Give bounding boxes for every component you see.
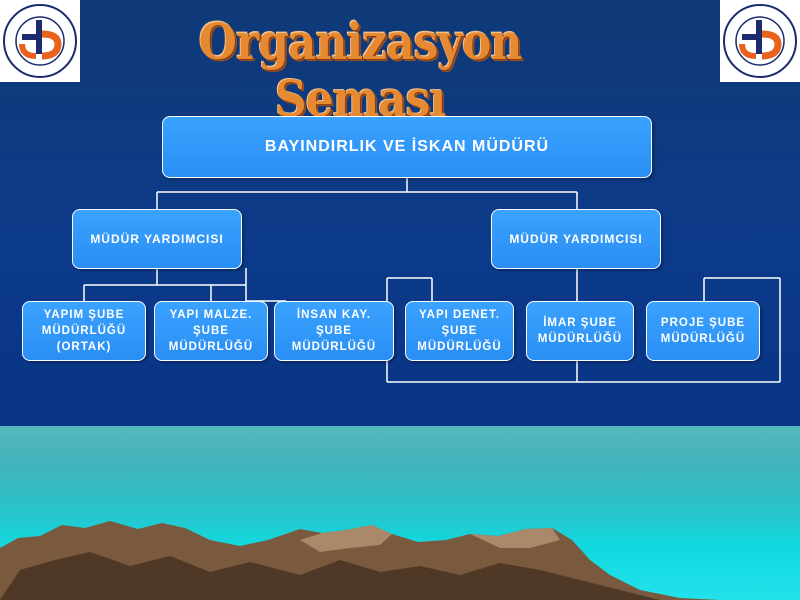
ministry-emblem-icon (723, 4, 797, 78)
unit-box-yapi-malzeme: YAPI MALZE. ŞUBE MÜDÜRLÜĞÜ (154, 301, 268, 361)
mountain-highlight (300, 525, 392, 552)
deputy-director-left-box: MÜDÜR YARDIMCISI (72, 209, 242, 269)
unit-box-yapim: YAPIM ŞUBE MÜDÜRLÜĞÜ (ORTAK) (22, 301, 146, 361)
director-label: BAYINDIRLIK VE İSKAN MÜDÜRÜ (264, 138, 550, 155)
deputy-director-label: MÜDÜR YARDIMCISI (90, 232, 224, 246)
mountain-highlight (470, 528, 560, 548)
ministry-emblem-icon (3, 4, 77, 78)
director-box: BAYINDIRLIK VE İSKAN MÜDÜRÜ (162, 116, 652, 178)
unit-box-yapi-denetim: YAPI DENET. ŞUBE MÜDÜRLÜĞÜ (405, 301, 514, 361)
unit-label: PROJE ŞUBE MÜDÜRLÜĞÜ (660, 317, 746, 345)
unit-label: YAPI DENET. ŞUBE MÜDÜRLÜĞÜ (417, 309, 502, 353)
unit-label: İNSAN KAY. ŞUBE MÜDÜRLÜĞÜ (291, 309, 377, 353)
unit-box-insan-kaynaklari: İNSAN KAY. ŞUBE MÜDÜRLÜĞÜ (274, 301, 394, 361)
unit-box-proje: PROJE ŞUBE MÜDÜRLÜĞÜ (646, 301, 760, 361)
deputy-director-right-box: MÜDÜR YARDIMCISI (491, 209, 661, 269)
mountain-shadow (0, 552, 660, 600)
ministry-emblem-right (720, 0, 800, 82)
unit-box-imar: İMAR ŞUBE MÜDÜRLÜĞÜ (526, 301, 634, 361)
unit-label: YAPI MALZE. ŞUBE MÜDÜRLÜĞÜ (168, 309, 254, 353)
unit-label: YAPIM ŞUBE MÜDÜRLÜĞÜ (ORTAK) (41, 309, 127, 353)
deputy-director-label: MÜDÜR YARDIMCISI (509, 232, 643, 246)
ministry-emblem-left (0, 0, 80, 82)
unit-label: İMAR ŞUBE MÜDÜRLÜĞÜ (537, 317, 623, 345)
